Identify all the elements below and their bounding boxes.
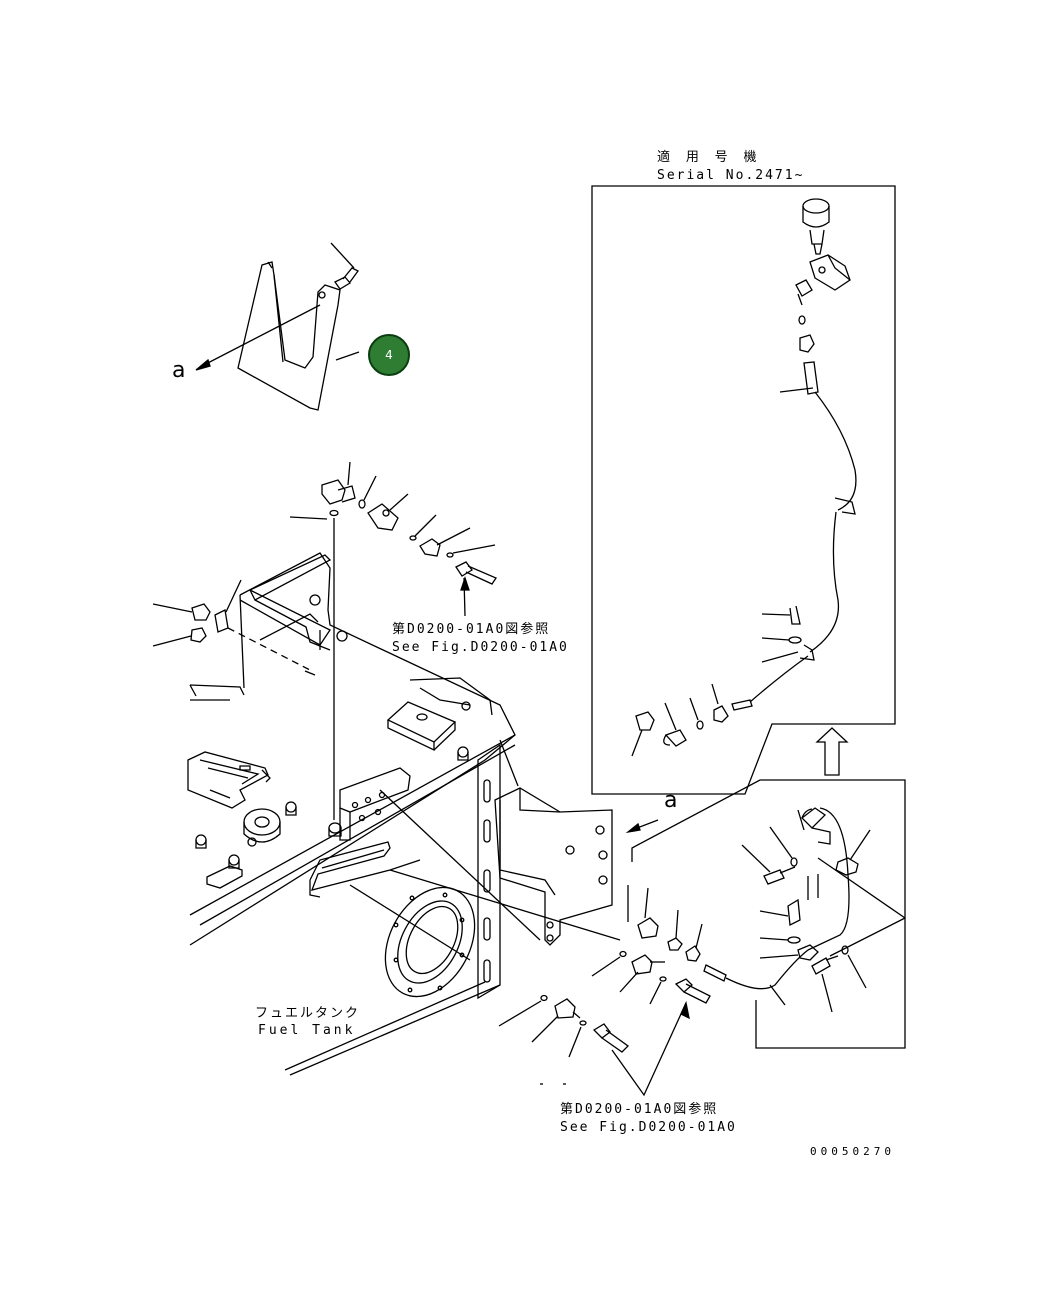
mid-nut-1 (668, 910, 682, 950)
see-fig-jp-bottom: 第D0200-01A0図参照 (560, 1102, 719, 1117)
adapter-fitting (368, 494, 408, 530)
serial-label-jp: 適 用 号 機 (657, 150, 761, 165)
lower-hose-end-1 (676, 979, 710, 1003)
view-arrow-head (196, 360, 210, 370)
left-clip (215, 580, 241, 632)
ring-flange (244, 809, 280, 846)
view-a-right: a (664, 788, 678, 813)
square-block (207, 855, 242, 888)
mid-nut-2 (686, 924, 702, 961)
see-fig-en-bottom: See Fig.D0200-01A0 (560, 1120, 737, 1135)
mount-bracket (495, 740, 612, 945)
lower-connector-2 (532, 999, 580, 1042)
guard-bolt (331, 243, 358, 289)
sump-notch (310, 842, 420, 897)
tank-flange (367, 872, 492, 1012)
view-arrow-line (202, 305, 320, 366)
left-nut (153, 628, 206, 646)
serial-label-en: Serial No.2471~ (657, 168, 805, 183)
tank-clamp (340, 768, 540, 940)
fuel-tank-en: Fuel Tank (258, 1023, 356, 1038)
hose-end (456, 562, 496, 584)
mid-connector (628, 885, 658, 938)
connector (420, 528, 470, 556)
view-a-top: a (172, 358, 186, 383)
part-callout-4[interactable]: 4 (368, 334, 410, 376)
lower-connector-1 (620, 955, 665, 992)
lower-hose-end-2 (594, 1024, 628, 1052)
up-arrow (817, 728, 847, 775)
guard-plate (238, 262, 340, 410)
part-callout-number: 4 (385, 348, 393, 362)
serial-detail-box (592, 186, 895, 794)
drawing-number: 00050270 (810, 1145, 895, 1158)
fuel-tank-jp: フュエルタンク (255, 1006, 361, 1021)
fuel-tank (190, 553, 515, 945)
leader-line (336, 352, 359, 360)
see-fig-en-top: See Fig.D0200-01A0 (392, 640, 569, 655)
tray-bracket (188, 752, 270, 808)
left-elbow (153, 604, 210, 620)
side-plate (478, 745, 500, 998)
elbow-fitting (322, 462, 355, 504)
see-fig-jp-top: 第D0200-01A0図参照 (392, 622, 551, 637)
routing-detail-box (632, 780, 905, 1048)
